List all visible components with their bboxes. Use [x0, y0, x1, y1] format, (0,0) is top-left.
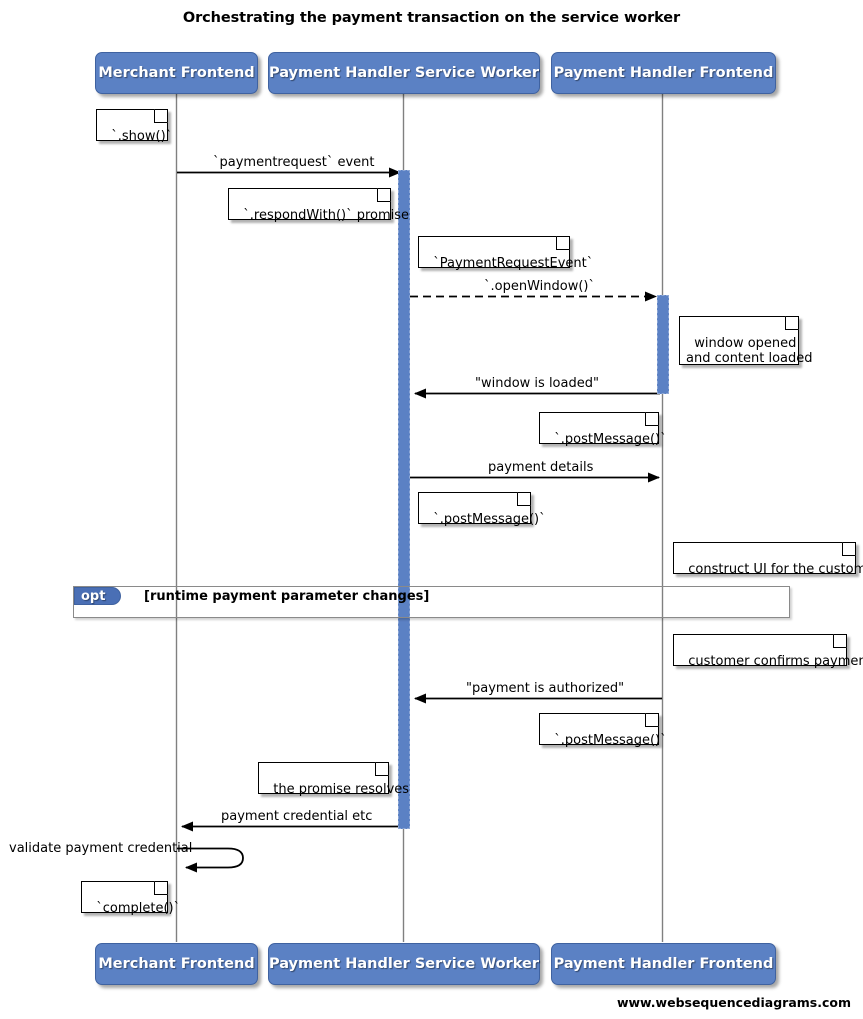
note-text: `.postMessage()`: [554, 432, 667, 447]
message-label-payment-details: payment details: [488, 460, 594, 475]
note-fold-icon: [518, 492, 531, 505]
note-construct-ui-for-the-customer: construct UI for the customer: [673, 542, 863, 577]
note-fold-icon: [155, 881, 168, 894]
participant-box-service-worker-top[interactable]: Payment Handler Service Worker: [268, 52, 540, 94]
note-fold-icon: [834, 634, 847, 647]
note-text: `complete()`: [96, 901, 181, 916]
note-fold-icon: [786, 316, 799, 329]
note-fold-icon: [646, 713, 659, 726]
note-show: `.show()`: [96, 109, 172, 144]
message-label-payment-is-authorized: "payment is authorized": [466, 681, 625, 696]
note-postmessage-3: `.postMessage()`: [539, 713, 667, 748]
note-fold-icon: [378, 188, 391, 201]
note-text: window opened and content loaded: [686, 336, 813, 366]
note-respondwith-promise: `.respondWith()` promise: [228, 188, 409, 223]
participant-box-service-worker-bottom[interactable]: Payment Handler Service Worker: [268, 943, 540, 985]
note-window-opened-and-content-loaded: window opened and content loaded: [679, 316, 813, 366]
message-label-openwindow: `.openWindow()`: [484, 279, 595, 294]
note-fold-icon: [557, 236, 570, 249]
participant-box-merchant-top[interactable]: Merchant Frontend: [95, 52, 258, 94]
note-fold-icon: [646, 412, 659, 425]
note-fold-icon: [155, 109, 168, 122]
fragment-opt-runtime-payment-parameter-changes[interactable]: [73, 586, 790, 618]
participant-box-payment-handler-frontend-top[interactable]: Payment Handler Frontend: [551, 52, 776, 94]
message-label-validate-payment-credential: validate payment credential: [9, 841, 193, 856]
note-text: construct UI for the customer: [688, 562, 863, 577]
message-label-payment-credential-etc: payment credential etc: [221, 809, 373, 824]
note-fold-icon: [843, 542, 856, 555]
note-text: customer confirms payment: [688, 654, 863, 669]
message-label-window-is-loaded: "window is loaded": [475, 376, 599, 391]
activation-bar-service-worker: [398, 170, 410, 829]
message-arrows: [177, 167, 662, 873]
note-text: the promise resolves: [273, 782, 410, 797]
note-paymentrequestevent: `PaymentRequestEvent`: [418, 236, 593, 271]
note-text: `PaymentRequestEvent`: [433, 256, 594, 271]
note-text: `.show()`: [111, 129, 173, 144]
note-customer-confirms-payment: customer confirms payment: [673, 634, 863, 669]
note-postmessage-2: `.postMessage()`: [418, 492, 546, 527]
note-text: `.respondWith()` promise: [243, 208, 410, 223]
fragment-opt-condition: [runtime payment parameter changes]: [144, 589, 430, 604]
participant-box-merchant-bottom[interactable]: Merchant Frontend: [95, 943, 258, 985]
arrow-validate-payment-credential: [177, 847, 244, 873]
message-label-paymentrequest-event: `paymentrequest` event: [213, 155, 375, 170]
participant-box-payment-handler-frontend-bottom[interactable]: Payment Handler Frontend: [551, 943, 776, 985]
diagram-title: Orchestrating the payment transaction on…: [182, 10, 681, 26]
note-fold-icon: [376, 762, 389, 775]
note-text: `.postMessage()`: [554, 733, 667, 748]
note-postmessage-1: `.postMessage()`: [539, 412, 667, 447]
note-text: `.postMessage()`: [433, 512, 546, 527]
activation-bar-payment-handler-frontend: [657, 295, 669, 394]
note-complete: `complete()`: [81, 881, 180, 916]
note-the-promise-resolves: the promise resolves: [258, 762, 409, 797]
footer-watermark: www.websequencediagrams.com: [616, 995, 851, 1010]
fragment-opt-label: opt: [74, 587, 121, 605]
